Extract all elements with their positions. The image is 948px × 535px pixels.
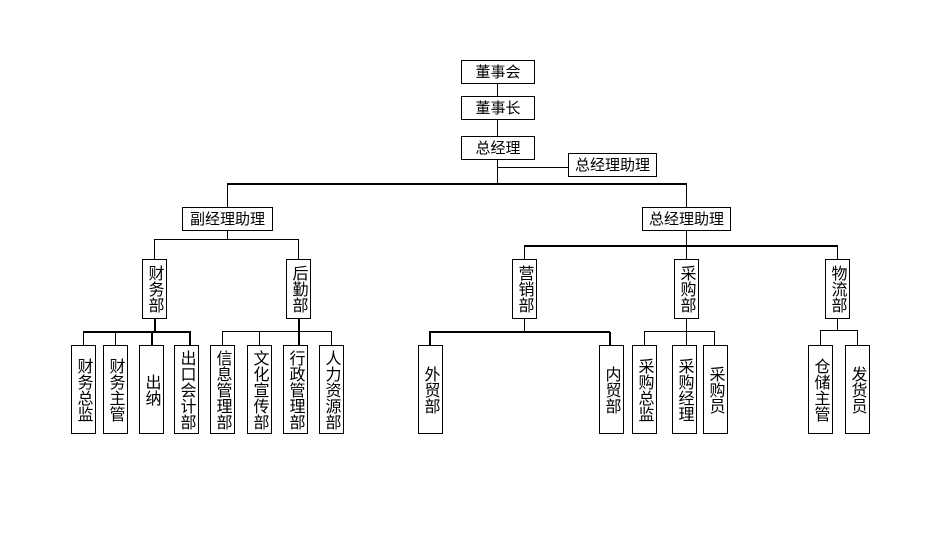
connector-line bbox=[83, 332, 84, 345]
connector-line bbox=[259, 331, 260, 345]
connector-line bbox=[429, 331, 610, 333]
connector-line bbox=[837, 246, 838, 259]
org-node-export-accounting: 出口会计部 bbox=[174, 345, 199, 434]
connector-line bbox=[154, 239, 299, 240]
org-node-label: 出口会计部 bbox=[177, 349, 197, 430]
connector-line bbox=[154, 239, 155, 259]
org-node-label: 文化宣传部 bbox=[250, 349, 270, 430]
connector-line bbox=[189, 332, 191, 345]
org-node-fin-director: 财务总监 bbox=[71, 345, 96, 434]
connector-line bbox=[524, 246, 525, 259]
org-node-label: 发货员 bbox=[848, 365, 868, 414]
org-node-label: 采购经理 bbox=[675, 357, 695, 422]
org-node-label: 内贸部 bbox=[602, 365, 622, 414]
connector-line bbox=[227, 183, 687, 185]
org-node-foreign-trade: 外贸部 bbox=[418, 345, 443, 434]
org-node-board: 董事会 bbox=[461, 60, 535, 84]
connector-line bbox=[227, 231, 228, 239]
connector-line bbox=[298, 331, 300, 345]
connector-line bbox=[609, 332, 611, 345]
org-node-label: 董事会 bbox=[475, 62, 521, 81]
connector-line bbox=[497, 84, 498, 96]
org-node-label: 行政管理部 bbox=[286, 349, 306, 430]
connector-line bbox=[298, 319, 300, 332]
org-node-label: 外贸部 bbox=[421, 365, 441, 414]
org-node-label: 总经理 bbox=[475, 138, 521, 157]
org-node-info-mgmt: 信息管理部 bbox=[210, 345, 235, 434]
connector-line bbox=[497, 167, 568, 168]
org-node-label: 出纳 bbox=[142, 373, 162, 406]
org-node-warehouse-supervisor: 仓储主管 bbox=[808, 345, 833, 434]
connector-line bbox=[524, 319, 525, 331]
connector-line bbox=[714, 331, 715, 345]
org-node-label: 信息管理部 bbox=[213, 349, 233, 430]
connector-line bbox=[115, 332, 116, 345]
org-node-label: 董事长 bbox=[475, 98, 521, 117]
connector-line bbox=[857, 330, 858, 345]
org-node-label: 人力资源部 bbox=[322, 349, 342, 430]
org-node-hr: 人力资源部 bbox=[319, 345, 344, 434]
org-node-label: 后勤部 bbox=[289, 265, 309, 313]
org-node-purch-manager: 采购经理 bbox=[672, 345, 697, 434]
connector-line bbox=[331, 331, 332, 345]
org-node-admin: 行政管理部 bbox=[283, 345, 308, 434]
org-node-deputy-assistant: 副经理助理 bbox=[182, 207, 273, 231]
org-node-label: 副经理助理 bbox=[189, 209, 265, 228]
connector-line bbox=[686, 246, 687, 259]
connector-line bbox=[686, 231, 687, 245]
connector-line bbox=[837, 319, 838, 330]
org-node-marketing: 营销部 bbox=[512, 259, 537, 319]
connector-line bbox=[298, 239, 299, 259]
org-node-purchasing: 采购部 bbox=[674, 259, 699, 319]
org-node-label: 财务总监 bbox=[74, 357, 94, 422]
connector-line bbox=[429, 332, 431, 345]
connector-line bbox=[151, 332, 153, 345]
org-node-logistics-support: 后勤部 bbox=[286, 259, 311, 319]
org-node-purchaser: 采购员 bbox=[703, 345, 728, 434]
connector-line bbox=[524, 245, 838, 247]
connector-line bbox=[686, 331, 687, 345]
org-node-finance: 财务部 bbox=[142, 259, 167, 319]
connector-line bbox=[222, 331, 332, 332]
connector-line bbox=[644, 331, 645, 345]
connector-line bbox=[686, 184, 687, 207]
org-node-label: 总经理助理 bbox=[574, 155, 650, 174]
connector-line bbox=[83, 331, 191, 333]
org-node-label: 营销部 bbox=[515, 265, 535, 313]
org-node-label: 采购部 bbox=[677, 265, 697, 313]
connector-line bbox=[497, 120, 498, 136]
org-node-gm-assistant: 总经理助理 bbox=[642, 207, 731, 231]
connector-line bbox=[820, 330, 857, 331]
org-node-label: 财务部 bbox=[145, 265, 165, 313]
org-node-cashier: 出纳 bbox=[139, 345, 164, 434]
org-node-label: 物流部 bbox=[828, 265, 848, 313]
connector-line bbox=[497, 160, 498, 184]
org-node-label: 采购总监 bbox=[635, 357, 655, 422]
org-node-label: 总经理助理 bbox=[648, 209, 724, 228]
org-node-chairman: 董事长 bbox=[461, 96, 535, 120]
org-node-gm-assistant-side: 总经理助理 bbox=[568, 153, 657, 177]
org-node-shipper: 发货员 bbox=[845, 345, 870, 434]
connector-line bbox=[222, 331, 223, 345]
org-node-purch-director: 采购总监 bbox=[632, 345, 657, 434]
org-node-label: 财务主管 bbox=[106, 357, 126, 422]
org-node-gm: 总经理 bbox=[461, 136, 535, 160]
org-node-fin-supervisor: 财务主管 bbox=[103, 345, 128, 434]
org-node-logistics: 物流部 bbox=[825, 259, 850, 319]
connector-line bbox=[820, 330, 821, 345]
org-node-label: 采购员 bbox=[706, 365, 726, 414]
connector-line bbox=[154, 319, 156, 332]
org-node-domestic-trade: 内贸部 bbox=[599, 345, 624, 434]
connector-line bbox=[644, 331, 715, 332]
connector-line bbox=[686, 319, 687, 331]
connector-line bbox=[227, 184, 228, 207]
org-node-label: 仓储主管 bbox=[811, 357, 831, 422]
org-node-culture: 文化宣传部 bbox=[247, 345, 272, 434]
